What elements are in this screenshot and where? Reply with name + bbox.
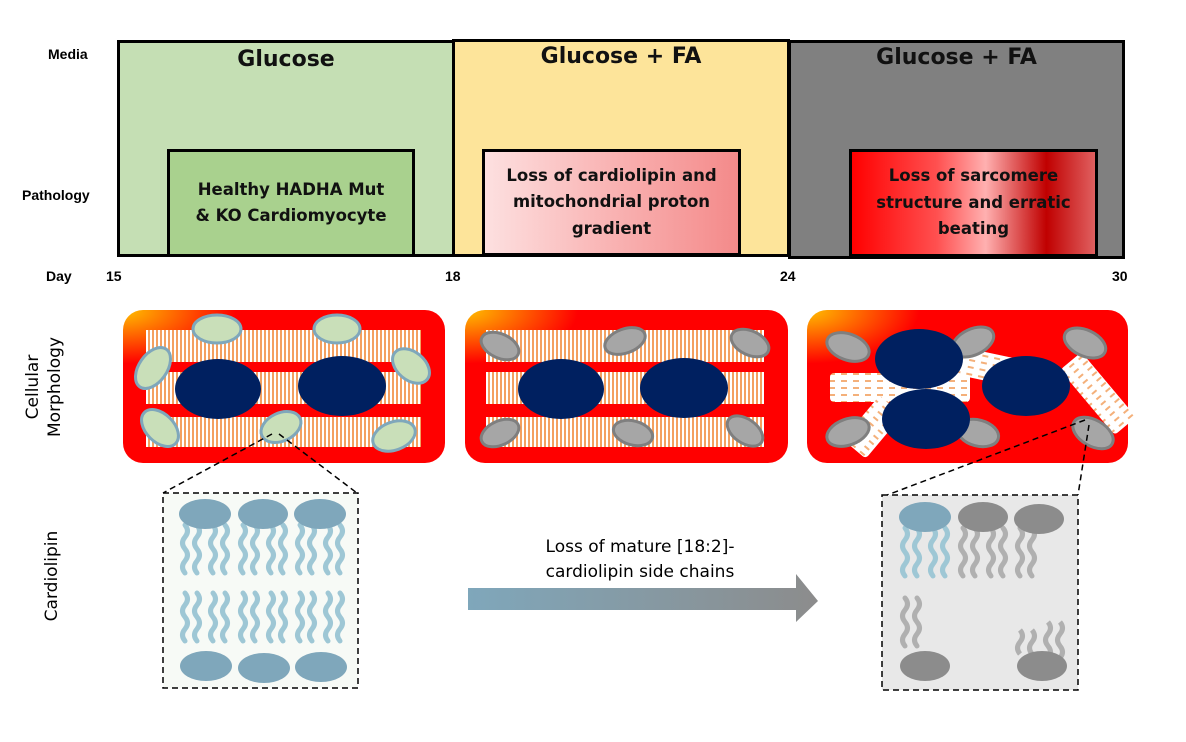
day-tick-18: 18 xyxy=(445,268,461,284)
nucleus xyxy=(875,329,963,389)
pathology-box-healthy: Healthy HADHA Mut & KO Cardiomyocyte xyxy=(167,149,415,257)
media-row-label: Media xyxy=(48,46,88,62)
cardiolipin-healthy-panel xyxy=(162,492,359,689)
nucleus xyxy=(982,356,1070,416)
mitochondria-healthy xyxy=(134,313,431,453)
sarcomere-fragment xyxy=(1061,353,1135,434)
nucleus xyxy=(518,359,604,419)
cell-cardiolipin-loss xyxy=(465,310,788,463)
day-tick-15: 15 xyxy=(106,268,122,284)
cardiolipin-damaged-panel xyxy=(881,494,1079,691)
zoom-connector-lines xyxy=(162,419,1090,498)
day-tick-30: 30 xyxy=(1112,268,1128,284)
nucleus xyxy=(175,359,261,419)
nucleus xyxy=(640,358,728,418)
cell-healthy xyxy=(123,310,445,463)
day-tick-24: 24 xyxy=(780,268,796,284)
media-title: Glucose + FA xyxy=(540,44,702,69)
pathology-row-label: Pathology xyxy=(22,187,90,203)
pathology-box-cardiolipin-loss: Loss of cardiolipin and mitochondrial pr… xyxy=(482,149,741,256)
transition-arrow xyxy=(468,574,818,622)
day-row-label: Day xyxy=(46,268,72,284)
transition-text: Loss of mature [18:2]- cardiolipin side … xyxy=(545,537,735,582)
pathology-box-sarcomere-loss: Loss of sarcomere structure and erratic … xyxy=(849,149,1098,257)
media-title: Glucose + FA xyxy=(876,45,1037,70)
mitochondria-damaged xyxy=(479,326,771,449)
cell-sarcomere-loss xyxy=(807,310,1135,463)
nucleus xyxy=(882,389,970,449)
healthy-head-groups xyxy=(179,499,347,683)
sarcomere xyxy=(146,330,421,362)
media-title: Glucose xyxy=(237,47,335,72)
nucleus xyxy=(298,356,386,416)
